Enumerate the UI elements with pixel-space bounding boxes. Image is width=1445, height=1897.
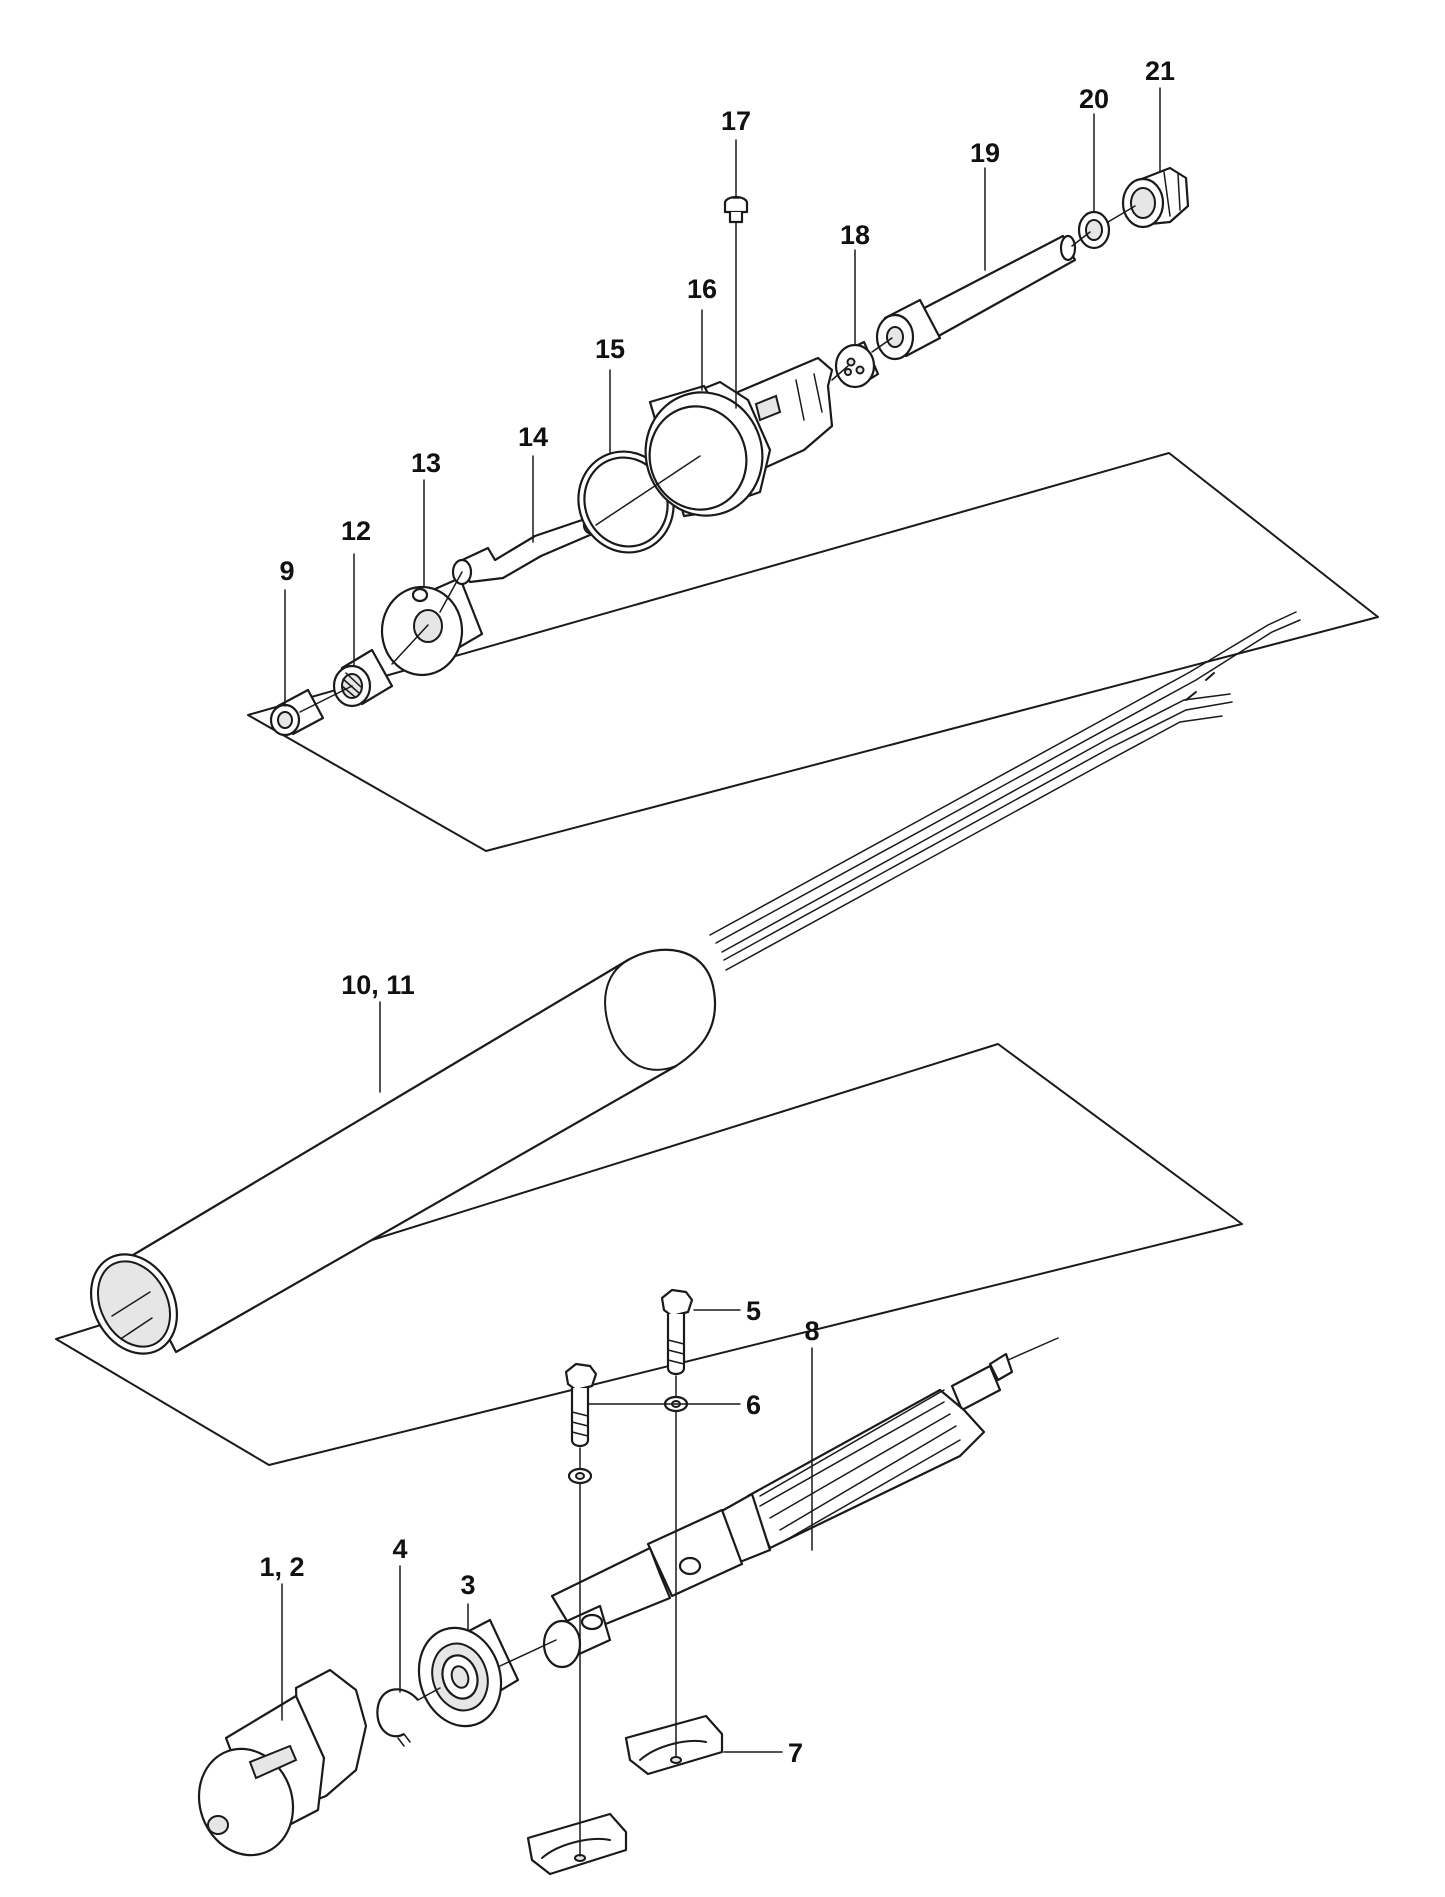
part-7-clamp-upper[interactable] — [624, 1714, 724, 1776]
callout-12: 12 — [341, 516, 371, 546]
part-5-bolt-upper[interactable] — [660, 1288, 694, 1376]
callout-6: 6 — [746, 1390, 761, 1420]
part-10-11-main-tube[interactable] — [74, 948, 717, 1369]
part-3-bearing[interactable] — [407, 1617, 520, 1737]
lower-axis-lines — [417, 1375, 677, 1857]
callout-10-11: 10, 11 — [341, 970, 415, 1000]
callout-15: 15 — [595, 334, 625, 364]
part-19-tube[interactable] — [875, 234, 1077, 361]
leader-lines — [281, 87, 1161, 1753]
callout-3: 3 — [460, 1570, 475, 1600]
part-4-circlip[interactable] — [376, 1688, 419, 1747]
callout-16: 16 — [687, 274, 717, 304]
part-13-bushing[interactable] — [380, 576, 484, 677]
callout-8: 8 — [804, 1316, 819, 1346]
part-14-shaft[interactable] — [451, 515, 599, 586]
part-21-nut[interactable] — [1121, 166, 1190, 229]
part-18-spacer[interactable] — [834, 340, 880, 389]
callout-19: 19 — [970, 138, 1000, 168]
part-12-needle-bearing[interactable] — [332, 648, 394, 708]
callout-13: 13 — [411, 448, 441, 478]
callout-20: 20 — [1079, 84, 1109, 114]
callout-7: 7 — [788, 1738, 803, 1768]
part-17-screw[interactable] — [723, 195, 749, 224]
part-1-2-end-cap[interactable] — [184, 1668, 368, 1868]
callout-14: 14 — [518, 422, 548, 452]
control-cables — [709, 611, 1301, 971]
upper-assembly-plane — [247, 452, 1379, 852]
part-8-drive-shaft[interactable] — [542, 1337, 1059, 1669]
callout-21: 21 — [1145, 56, 1175, 86]
part-5-bolt-lower[interactable] — [564, 1362, 598, 1448]
part-20-washer[interactable] — [1077, 210, 1111, 250]
lower-assembly-plane — [55, 1043, 1243, 1466]
part-6-washer-lower[interactable] — [567, 1467, 593, 1485]
callout-4: 4 — [392, 1534, 407, 1564]
callout-5: 5 — [746, 1296, 761, 1326]
callout-17: 17 — [721, 106, 751, 136]
part-7-clamp-lower[interactable] — [526, 1812, 628, 1876]
callout-1-2: 1, 2 — [259, 1552, 304, 1582]
callout-9: 9 — [279, 556, 294, 586]
upper-axis-line — [299, 205, 1136, 713]
callout-18: 18 — [840, 220, 870, 250]
